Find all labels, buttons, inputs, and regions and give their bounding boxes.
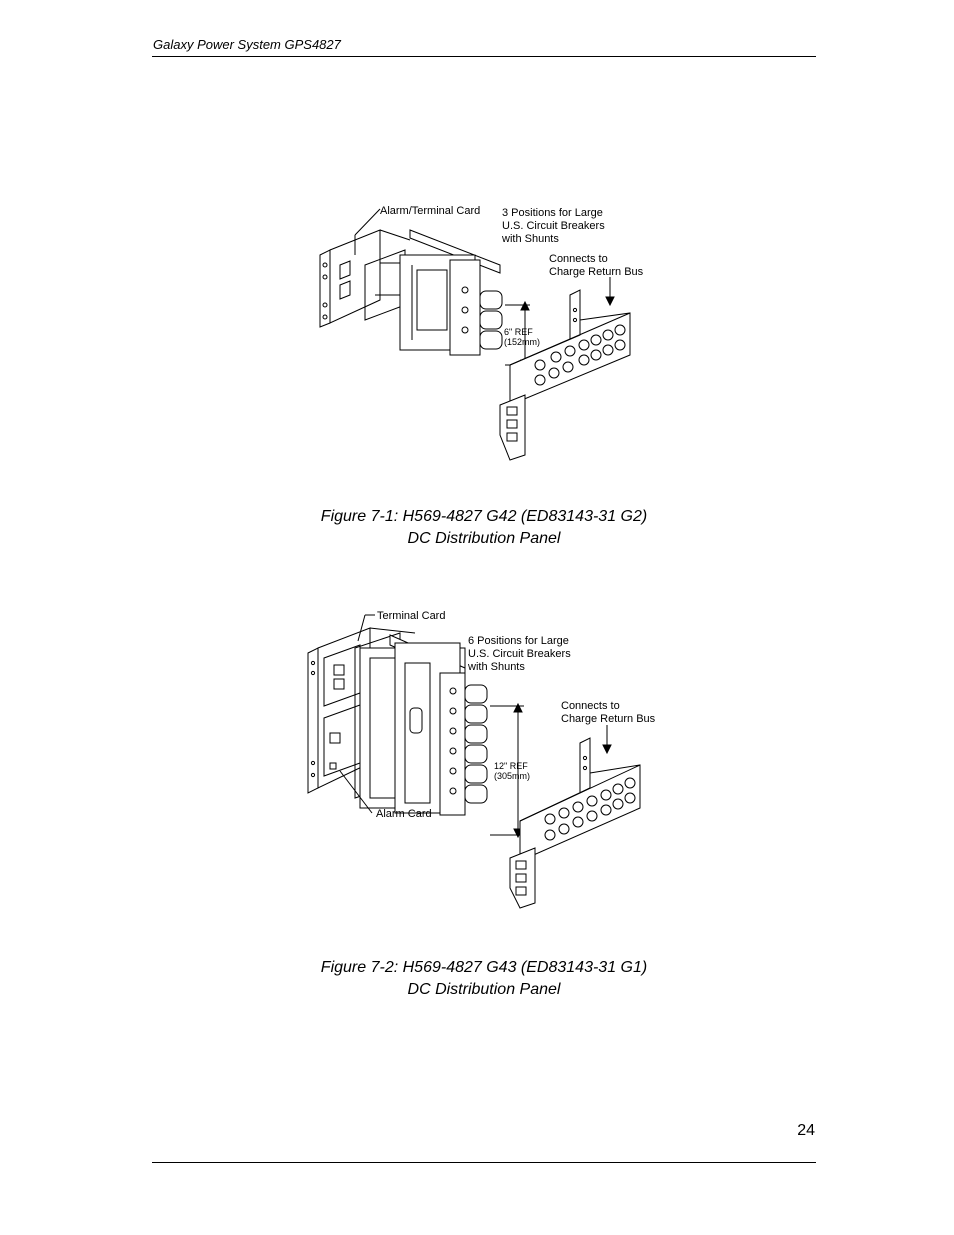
figure-2-caption-line1: Figure 7-2: H569-4827 G43 (ED83143-31 G1… — [320, 959, 648, 976]
charge-return-bus-1 — [499, 277, 631, 461]
label-connects-2-2: Charge Return Bus — [561, 713, 656, 725]
figure-2-caption: Figure 7-2: H569-4827 G43 (ED83143-31 G1… — [200, 957, 768, 1001]
label-ref-2-1: 12" REF — [494, 761, 528, 771]
figure-1-caption: Figure 7-1: H569-4827 G42 (ED83143-31 G2… — [200, 506, 768, 550]
figure-2-drawing: Terminal Card 6 Positions for Large U.S.… — [307, 610, 656, 909]
label-positions-1: 3 Positions for Large — [502, 207, 603, 219]
label-alarm-terminal-card: Alarm/Terminal Card — [380, 205, 480, 217]
panel-chassis-1 — [319, 208, 530, 370]
page-header-title: Galaxy Power System GPS4827 — [153, 37, 341, 52]
label-positions-2-1: 6 Positions for Large — [468, 635, 569, 647]
label-terminal-card: Terminal Card — [377, 610, 445, 622]
charge-return-bus-2 — [509, 725, 641, 909]
figure-2-caption-line2: DC Distribution Panel — [407, 981, 561, 998]
label-positions-2-2: U.S. Circuit Breakers — [468, 648, 571, 660]
label-ref-2: (152mm) — [504, 337, 540, 347]
footer-divider — [152, 1162, 816, 1163]
label-alarm-card: Alarm Card — [376, 808, 432, 820]
figure-1-caption-line2: DC Distribution Panel — [407, 530, 561, 547]
label-connects-1: Connects to — [549, 253, 608, 265]
page-number: 24 — [797, 1122, 815, 1139]
label-ref-1: 6" REF — [504, 327, 533, 337]
label-connects-2-1: Connects to — [561, 700, 620, 712]
panel-chassis-2 — [307, 614, 524, 839]
label-positions-2: U.S. Circuit Breakers — [502, 220, 605, 232]
label-ref-2-2: (305mm) — [494, 771, 530, 781]
header-divider — [152, 56, 816, 57]
figure-1-caption-line1: Figure 7-1: H569-4827 G42 (ED83143-31 G2… — [320, 508, 648, 525]
label-connects-2: Charge Return Bus — [549, 266, 644, 278]
figure-1-drawing: Alarm/Terminal Card 3 Positions for Larg… — [319, 205, 644, 461]
label-positions-3: with Shunts — [501, 233, 559, 245]
label-positions-2-3: with Shunts — [467, 661, 525, 673]
